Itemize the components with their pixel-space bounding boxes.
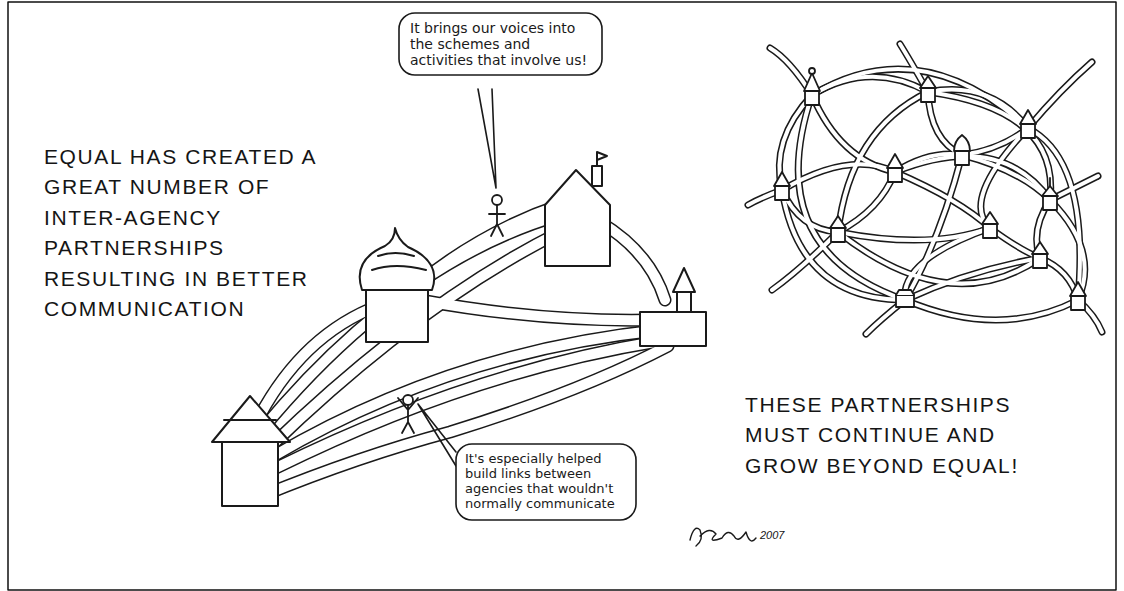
network-houses-part-part	[809, 68, 815, 74]
agency-buildings-part	[222, 440, 278, 506]
agency-buildings-part	[366, 290, 428, 342]
network-houses-part	[920, 76, 936, 102]
network-houses-part-part	[921, 88, 935, 102]
partnership-network-part	[748, 44, 1102, 334]
network-houses-part	[1032, 242, 1048, 268]
caption-note: THESE PARTNERSHIPS MUST CONTINUE AND GRO…	[745, 390, 1045, 481]
network-houses-part-part	[983, 224, 997, 238]
bubble-text: It's especially helped build links betwe…	[465, 452, 629, 512]
agency-buildings-part	[673, 268, 695, 292]
agency-buildings-part	[372, 253, 426, 270]
network-houses-part	[774, 172, 790, 200]
stick-figures-part	[492, 195, 502, 205]
network-houses-part-part	[1033, 254, 1047, 268]
network-houses-part-part	[1043, 196, 1057, 210]
speech-bubble: It brings our voices into the schemes an…	[398, 12, 603, 76]
agency-buildings-part	[592, 166, 602, 186]
page-border	[8, 2, 1116, 590]
network-houses-part	[887, 154, 903, 182]
network-houses	[774, 68, 1086, 310]
signature-year: 2007	[760, 528, 820, 544]
agency-buildings-part	[224, 419, 276, 421]
network-houses-part-part	[1032, 242, 1048, 254]
network-houses-part-part	[1042, 186, 1058, 196]
network-houses-part-part	[805, 91, 819, 105]
network-houses-part	[896, 290, 914, 307]
speech-tails-part	[418, 404, 456, 466]
network-houses-part-part	[804, 73, 820, 91]
network-houses-part	[954, 135, 970, 165]
partnership-network	[748, 44, 1102, 334]
network-houses-part-part	[955, 151, 969, 165]
stick-figures-part	[489, 205, 505, 236]
network-houses-part-part	[831, 228, 845, 242]
network-houses-part-part	[954, 135, 970, 151]
network-houses-part-part	[1049, 178, 1051, 186]
agency-buildings-part	[677, 292, 691, 312]
agency-buildings-part	[212, 396, 290, 442]
speech-tails-part	[478, 89, 496, 188]
network-houses-part-part	[1070, 282, 1086, 296]
caption-note: EQUAL HAS CREATED A GREAT NUMBER OF INTE…	[44, 142, 336, 325]
network-houses-part	[804, 68, 820, 105]
network-houses-part-part	[896, 295, 914, 307]
network-houses-part-part	[888, 168, 902, 182]
network-houses-part	[1070, 282, 1086, 310]
bubble-outline-path	[456, 444, 636, 520]
speech-tails	[418, 89, 496, 466]
signature-scribble	[690, 528, 756, 546]
network-houses-part-part	[774, 172, 790, 186]
network-houses-part	[830, 216, 846, 242]
network-houses-part	[1042, 178, 1058, 210]
stick-figures-part	[403, 395, 413, 405]
stick-figures-part	[398, 398, 418, 433]
agency-buildings-part	[640, 312, 706, 346]
network-houses-part-part	[1071, 296, 1085, 310]
speech-bubble: It's especially helped build links betwe…	[455, 443, 637, 521]
network-houses-part-part	[1020, 110, 1036, 124]
stick-figures	[398, 195, 505, 433]
agency-buildings-part	[360, 228, 435, 290]
network-houses-part	[1020, 110, 1036, 138]
network-houses-part-part	[887, 154, 903, 168]
network-houses-part	[982, 212, 998, 238]
network-houses-part-part	[920, 76, 936, 88]
bubble-outline-path	[399, 13, 602, 75]
network-houses-part-part	[830, 216, 846, 228]
partnership-network-part	[748, 44, 1102, 334]
network-houses-part-part	[1021, 124, 1035, 138]
network-houses-part-part	[775, 186, 789, 200]
network-houses-part-part	[896, 290, 914, 295]
network-houses-part-part	[982, 212, 998, 224]
agency-buildings-part	[597, 152, 607, 166]
bubble-text: It brings our voices into the schemes an…	[410, 20, 593, 68]
